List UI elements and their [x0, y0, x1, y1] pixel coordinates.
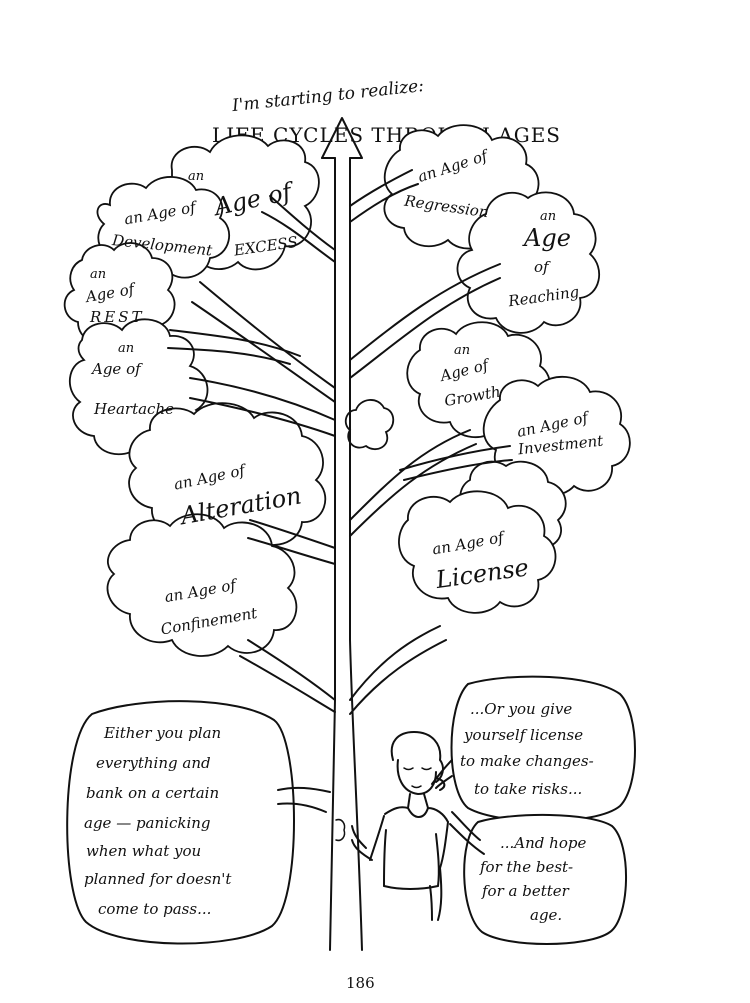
- speech-right-top-line-1: ...Or you give: [470, 700, 572, 718]
- age-heartache-an: an: [118, 341, 134, 356]
- age-heartache-l1: Age of: [90, 360, 143, 378]
- age-rest-l2: REST: [89, 308, 145, 326]
- age-growth-an: an: [454, 343, 470, 358]
- speech-left-line-3: bank on a certain: [86, 784, 219, 802]
- cloud-reaching: [456, 191, 600, 334]
- person-figure: [335, 731, 449, 921]
- cloud-license: [398, 490, 557, 614]
- age-rest-an: an: [90, 267, 106, 282]
- speech-right-bottom-line-4: age.: [530, 906, 562, 924]
- age-reaching-an: an: [540, 209, 556, 224]
- speech-bubble-left: [66, 700, 295, 945]
- title-line-1: I'm starting to realize:: [230, 76, 425, 116]
- speech-left-line-5: when what you: [86, 842, 201, 860]
- speech-right-top-line-4: to take risks...: [474, 780, 582, 798]
- speech-right-bottom-text: ...And hope for the best- for a better a…: [479, 834, 586, 924]
- arrow-head-icon: [321, 117, 363, 159]
- speech-bubble-right-top: [450, 675, 636, 823]
- speech-left-line-2: everything and: [96, 754, 211, 772]
- speech-left-line-7: come to pass...: [98, 900, 211, 918]
- speech-right-top-line-2: yourself license: [463, 726, 583, 744]
- page-number: 186: [346, 974, 375, 992]
- speech-right-bottom-line-3: for a better: [481, 882, 570, 900]
- speech-right-bottom-line-1: ...And hope: [500, 834, 586, 852]
- cloud-small-mid: [344, 399, 395, 451]
- speech-right-top-text: ...Or you give yourself license to make …: [460, 700, 594, 798]
- speech-right-top-line-3: to make changes-: [460, 752, 594, 770]
- age-excess-an: an: [188, 169, 204, 184]
- speech-left-line-6: planned for doesn't: [84, 870, 232, 888]
- speech-left-text: Either you plan everything and bank on a…: [84, 724, 232, 918]
- foliage-right: [383, 124, 631, 614]
- age-reaching-l2: of: [534, 258, 551, 276]
- age-heartache-l2: Heartache: [93, 400, 174, 418]
- speech-right-bottom-line-2: for the best-: [479, 858, 573, 876]
- speech-left-line-4: age — panicking: [84, 814, 211, 832]
- tree-trunk: [167, 117, 513, 951]
- cloud-alteration: [128, 402, 327, 551]
- cloud-confinement: [106, 513, 298, 657]
- age-reaching-l1: Age: [522, 224, 571, 252]
- foliage-left: [63, 134, 327, 657]
- speech-bubble-right-bottom: [463, 813, 627, 945]
- speech-left-line-1: Either you plan: [103, 724, 221, 742]
